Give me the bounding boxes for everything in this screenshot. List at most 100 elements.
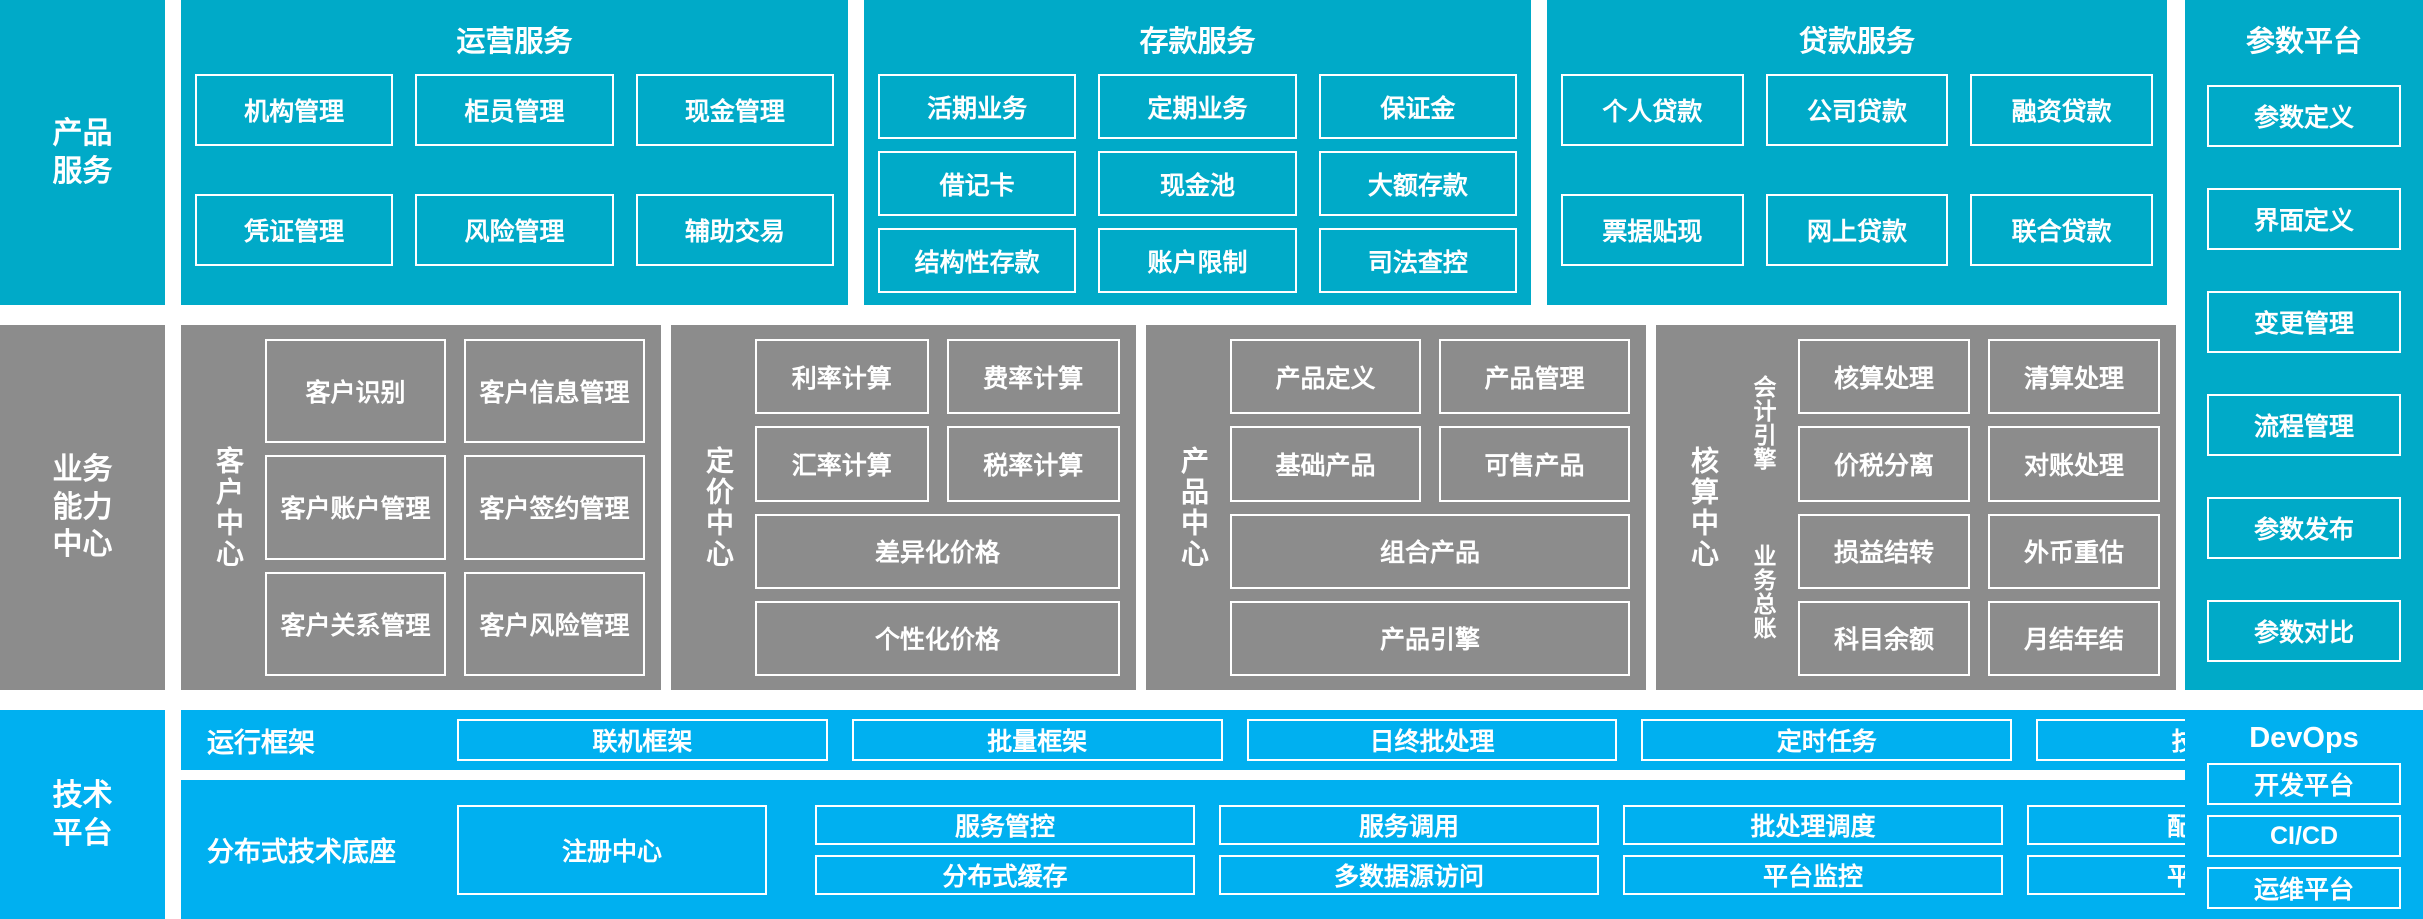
tile-judicial-inquiry[interactable]: 司法查控 xyxy=(1318,228,1517,293)
tile-ci-cd[interactable]: CI/CD xyxy=(2207,815,2401,857)
product-service-panels: 运营服务 机构管理 柜员管理 现金管理 凭证管理 风险管理 辅助交易 存款服务 … xyxy=(181,0,2423,305)
tile-multi-datasource-access[interactable]: 多数据源访问 xyxy=(1219,854,1599,895)
tile-voucher-management[interactable]: 凭证管理 xyxy=(195,193,394,266)
tile-personal-loan[interactable]: 个人贷款 xyxy=(1561,74,1744,146)
tile-product-definition[interactable]: 产品定义 xyxy=(1230,339,1421,415)
layer-label-line1: 产品 xyxy=(52,117,113,150)
tile-product-management[interactable]: 产品管理 xyxy=(1439,339,1630,415)
tile-account-restriction[interactable]: 账户限制 xyxy=(1098,228,1297,293)
tile-structured-deposit[interactable]: 结构性存款 xyxy=(878,228,1077,293)
foundation-column-3: 批处理调度 平台监控 xyxy=(1623,804,2003,895)
tile-financing-loan[interactable]: 融资贷款 xyxy=(1970,74,2153,146)
tile-distributed-cache[interactable]: 分布式缓存 xyxy=(815,854,1195,895)
layer-label-line2: 服务 xyxy=(52,154,113,188)
layer-label-product-services: 产品 服务 xyxy=(0,0,165,305)
pricing-row-2: 汇率计算 税率计算 xyxy=(755,426,1120,502)
tile-joint-loan[interactable]: 联合贷款 xyxy=(1970,193,2153,266)
tile-composite-product[interactable]: 组合产品 xyxy=(1230,513,1630,589)
tile-development-platform[interactable]: 开发平台 xyxy=(2207,763,2401,805)
tile-customer-info-management[interactable]: 客户信息管理 xyxy=(464,339,645,444)
tile-customer-relationship-management[interactable]: 客户关系管理 xyxy=(265,571,446,676)
loan-service-tiles: 个人贷款 公司贷款 融资贷款 票据贴现 网上贷款 联合贷款 xyxy=(1561,74,2153,291)
tile-settlement-processing[interactable]: 清算处理 xyxy=(1988,339,2160,415)
tile-product-engine[interactable]: 产品引擎 xyxy=(1230,600,1630,676)
product-row-2: 基础产品 可售产品 xyxy=(1230,426,1630,502)
tile-sellable-product[interactable]: 可售产品 xyxy=(1439,426,1630,502)
pricing-row-4: 个性化价格 xyxy=(755,600,1120,676)
tile-differentiated-price[interactable]: 差异化价格 xyxy=(755,513,1120,589)
tile-online-framework[interactable]: 联机框架 xyxy=(457,719,828,761)
operation-service-tiles: 机构管理 柜员管理 现金管理 凭证管理 风险管理 辅助交易 xyxy=(195,74,834,291)
tile-process-management[interactable]: 流程管理 xyxy=(2207,393,2401,456)
tile-teller-management[interactable]: 柜员管理 xyxy=(415,74,614,146)
tile-customer-identification[interactable]: 客户识别 xyxy=(265,339,446,444)
tile-cash-pool[interactable]: 现金池 xyxy=(1098,151,1297,216)
vlabel-product-center: 产品中心 xyxy=(1178,445,1209,570)
tile-risk-management[interactable]: 风险管理 xyxy=(415,193,614,266)
tile-service-invocation[interactable]: 服务调用 xyxy=(1219,804,1599,845)
tile-tax-rate-calc[interactable]: 税率计算 xyxy=(946,426,1120,502)
tile-ops-platform[interactable]: 运维平台 xyxy=(2207,867,2401,909)
tile-demand-business[interactable]: 活期业务 xyxy=(878,74,1077,139)
tile-month-year-end-close[interactable]: 月结年结 xyxy=(1988,600,2160,676)
tile-scheduled-task[interactable]: 定时任务 xyxy=(1641,719,2013,761)
tile-org-management[interactable]: 机构管理 xyxy=(195,74,394,146)
tile-customer-contract-management[interactable]: 客户签约管理 xyxy=(464,455,645,560)
tile-platform-monitoring[interactable]: 平台监控 xyxy=(1623,854,2003,895)
accounting-engine-row-1: 核算处理 清算处理 xyxy=(1798,339,2160,415)
tile-subject-balance[interactable]: 科目余额 xyxy=(1798,600,1970,676)
tile-parameter-definition[interactable]: 参数定义 xyxy=(2207,84,2401,147)
tile-bill-discount[interactable]: 票据贴现 xyxy=(1561,193,1744,266)
tile-accounting-processing[interactable]: 核算处理 xyxy=(1798,339,1970,415)
tile-personalized-price[interactable]: 个性化价格 xyxy=(755,600,1120,676)
panel-product-center: 产品中心 产品定义 产品管理 基础产品 可售产品 组合产品 产品引擎 xyxy=(1146,325,1646,690)
tile-profit-loss-carryover[interactable]: 损益结转 xyxy=(1798,513,1970,589)
capability-label-line1: 业务 xyxy=(52,453,113,487)
tile-margin-deposit[interactable]: 保证金 xyxy=(1318,74,1517,139)
tile-reconciliation-processing[interactable]: 对账处理 xyxy=(1988,426,2160,502)
tile-exchange-rate-calc[interactable]: 汇率计算 xyxy=(755,426,929,502)
band-label-runtime-framework: 运行框架 xyxy=(207,727,315,758)
tile-corporate-loan[interactable]: 公司贷款 xyxy=(1765,74,1949,146)
tile-large-deposit[interactable]: 大额存款 xyxy=(1318,151,1517,216)
panel-title-deposit: 存款服务 xyxy=(1139,26,1256,58)
tile-batch-scheduling[interactable]: 批处理调度 xyxy=(1623,804,2003,845)
tile-batch-framework[interactable]: 批量框架 xyxy=(851,719,1223,761)
tile-foreign-currency-revaluation[interactable]: 外币重估 xyxy=(1988,513,2160,589)
customer-row-3: 客户关系管理 客户风险管理 xyxy=(265,571,645,676)
pricing-row-3: 差异化价格 xyxy=(755,513,1120,589)
panel-customer-center: 客户中心 客户识别 客户信息管理 客户账户管理 客户签约管理 客户关系管理 客户… xyxy=(181,325,661,690)
tile-auxiliary-transaction[interactable]: 辅助交易 xyxy=(635,193,834,266)
tech-label-line1: 技术 xyxy=(52,779,113,812)
capability-panels: 客户中心 客户识别 客户信息管理 客户账户管理 客户签约管理 客户关系管理 客户… xyxy=(181,325,2423,690)
vlabel-accounting-engine: 会计引擎 xyxy=(1750,375,1776,472)
panel-loan-services: 贷款服务 个人贷款 公司贷款 融资贷款 票据贴现 网上贷款 联合贷款 xyxy=(1547,0,2167,305)
tile-eod-batch-process[interactable]: 日终批处理 xyxy=(1246,719,1618,761)
tile-interest-rate-calc[interactable]: 利率计算 xyxy=(755,339,929,415)
foundation-columns: 服务管控 分布式缓存 服务调用 多数据源访问 批处理调度 平台监控 配置管理 xyxy=(815,804,2407,895)
band-distributed-foundation: 分布式技术底座 注册中心 服务管控 分布式缓存 服务调用 多数据源访问 xyxy=(181,780,2423,919)
accounting-tiles: 核算处理 清算处理 价税分离 对账处理 损益结转 外币重估 科目余额 xyxy=(1798,339,2160,676)
tile-change-management[interactable]: 变更管理 xyxy=(2207,290,2401,353)
pricing-center-body: 利率计算 费率计算 汇率计算 税率计算 差异化价格 个性化价格 xyxy=(755,339,1120,676)
deposit-service-tiles: 活期业务 定期业务 保证金 借记卡 现金池 大额存款 结构性存款 账户限制 司法… xyxy=(878,74,1517,293)
tile-time-business[interactable]: 定期业务 xyxy=(1098,74,1297,139)
tile-price-tax-separation[interactable]: 价税分离 xyxy=(1798,426,1970,502)
tile-cash-management[interactable]: 现金管理 xyxy=(635,74,834,146)
tile-service-governance[interactable]: 服务管控 xyxy=(815,804,1195,845)
panel-operation-services: 运营服务 机构管理 柜员管理 现金管理 凭证管理 风险管理 辅助交易 xyxy=(181,0,848,305)
tile-online-loan[interactable]: 网上贷款 xyxy=(1765,193,1949,266)
panel-devops: DevOps 开发平台 CI/CD 运维平台 xyxy=(2185,710,2423,919)
tile-parameter-release[interactable]: 参数发布 xyxy=(2207,496,2401,559)
tile-base-product[interactable]: 基础产品 xyxy=(1230,426,1421,502)
tile-interface-definition[interactable]: 界面定义 xyxy=(2207,187,2401,250)
panel-title-loan: 贷款服务 xyxy=(1798,26,1915,58)
tile-customer-risk-management[interactable]: 客户风险管理 xyxy=(464,571,645,676)
tile-customer-account-management[interactable]: 客户账户管理 xyxy=(265,455,446,560)
tile-debit-card[interactable]: 借记卡 xyxy=(878,151,1077,216)
tile-registry-center[interactable]: 注册中心 xyxy=(457,804,767,895)
tile-fee-rate-calc[interactable]: 费率计算 xyxy=(946,339,1120,415)
tile-parameter-comparison[interactable]: 参数对比 xyxy=(2207,599,2401,662)
panel-title-devops: DevOps xyxy=(2249,722,2359,754)
